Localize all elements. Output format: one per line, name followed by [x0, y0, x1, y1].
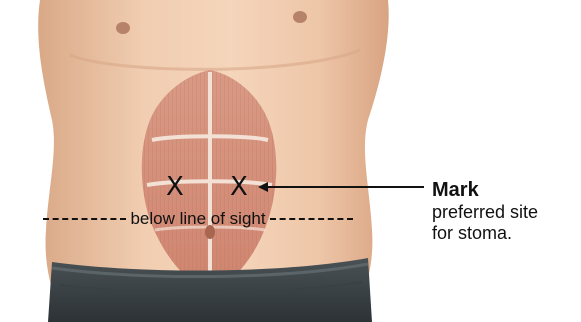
sight-label: below line of sight	[130, 209, 265, 229]
line-of-sight: below line of sight	[43, 209, 353, 229]
sight-dash-right	[270, 218, 353, 220]
callout-text: Mark preferred site for stoma.	[432, 179, 538, 243]
sight-dash-left	[43, 218, 126, 220]
callout-line-2: for stoma.	[432, 223, 538, 244]
left-nipple	[116, 22, 130, 34]
callout-line-1: preferred site	[432, 202, 538, 223]
callout-title: Mark	[432, 179, 538, 202]
right-nipple	[293, 11, 307, 23]
stoma-mark-left: X	[166, 174, 184, 200]
stoma-mark-right: X	[230, 174, 248, 200]
